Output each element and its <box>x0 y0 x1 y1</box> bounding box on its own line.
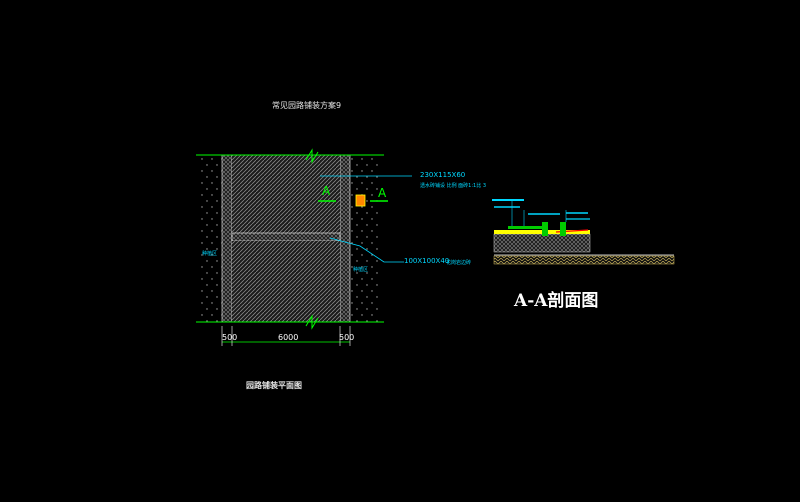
planting-strip-right <box>350 157 380 322</box>
break-mark-top <box>305 148 319 164</box>
section-curb-right <box>560 222 566 236</box>
border-right <box>339 154 351 323</box>
section-green-edge <box>508 226 548 229</box>
planting-strip-left <box>198 157 222 322</box>
plan-view-title: 园路铺装平面图 <box>246 381 302 390</box>
section-view <box>492 199 675 265</box>
note-border-spec: 花岗岩边砖 <box>446 260 472 266</box>
tree-symbol <box>355 194 366 207</box>
leader-border <box>329 237 404 263</box>
section-marker-left: A <box>322 184 331 198</box>
side-label-left: 种植区 <box>202 251 218 257</box>
section-view-title: A-A剖面图 <box>514 291 599 311</box>
section-curb <box>542 222 548 236</box>
dimension-left: 500 <box>222 333 238 342</box>
drawing-top-title: 常见园路铺装方案9 <box>272 101 342 110</box>
plan-view <box>196 148 412 346</box>
paving-lower <box>232 241 340 322</box>
section-subgrade <box>493 233 591 253</box>
dimension-right: 500 <box>339 333 355 342</box>
note-border-size: 100X100X40 <box>404 257 450 265</box>
note-paver-spec: 透水砖铺设 比例 面砖1:1比 3 <box>420 183 486 189</box>
side-label-right: 种植区 <box>353 267 369 273</box>
dimension-middle: 6000 <box>278 333 299 342</box>
break-mark-bottom <box>305 314 319 330</box>
section-base-layer <box>493 255 675 265</box>
note-paver-size: 230X115X60 <box>420 171 466 179</box>
paving-upper <box>232 155 340 233</box>
paving-band <box>231 232 341 242</box>
border-left <box>221 154 233 323</box>
section-marker-right: A <box>378 186 387 200</box>
